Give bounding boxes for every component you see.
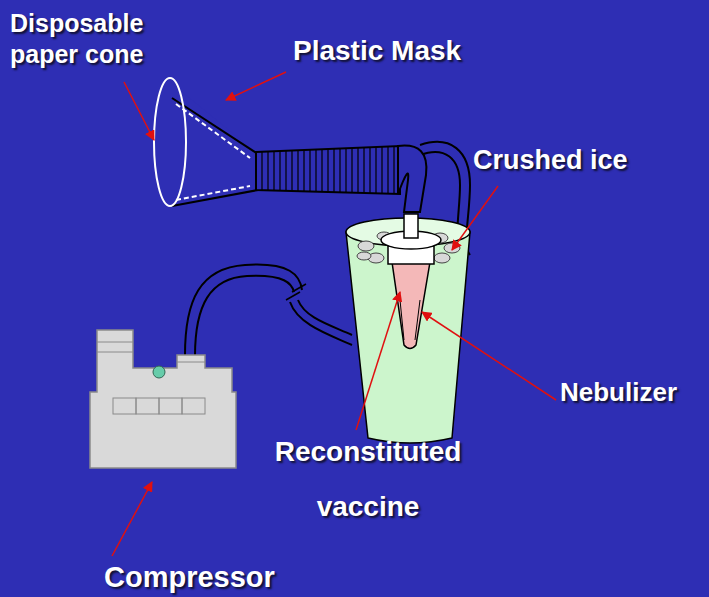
- tube-rib: [327, 149, 328, 192]
- part-label: Reconstituted vaccine: [238, 425, 498, 534]
- tube-rib: [273, 151, 274, 190]
- corrugated-tube: [256, 146, 426, 212]
- tube-rib: [309, 150, 310, 192]
- nebulizer: [381, 214, 441, 349]
- tube-rib: [285, 151, 286, 191]
- leader-lines: [112, 72, 556, 556]
- tube-rib: [351, 148, 352, 193]
- part-label: Disposable paper cone: [10, 8, 210, 71]
- tube-rib: [333, 149, 334, 192]
- tube-rib: [291, 151, 292, 192]
- tube-rib: [381, 147, 382, 194]
- tube-rib: [297, 150, 298, 191]
- tube-rib: [387, 147, 388, 194]
- tube-rib: [303, 150, 304, 191]
- part-label: Crushed ice: [473, 144, 703, 176]
- part-label: Compressor: [104, 560, 364, 595]
- tube-rib: [369, 147, 370, 193]
- part-label: Nebulizer: [560, 377, 705, 408]
- tube-rib: [375, 147, 376, 193]
- tube-rib: [261, 152, 262, 190]
- tube-rib: [345, 148, 346, 192]
- part-label: Plastic Mask: [293, 34, 553, 68]
- plastic-mask: [154, 78, 258, 206]
- tube-rib: [321, 149, 322, 192]
- tube-rib: [357, 148, 358, 193]
- tube-rib: [393, 146, 394, 194]
- tube-rib: [267, 152, 268, 191]
- tube-rib: [279, 151, 280, 191]
- tube-rib: [363, 148, 364, 194]
- tube-rib: [339, 149, 340, 193]
- tube-rib: [315, 150, 316, 192]
- compressor: [90, 330, 236, 468]
- air-hose: [185, 265, 352, 356]
